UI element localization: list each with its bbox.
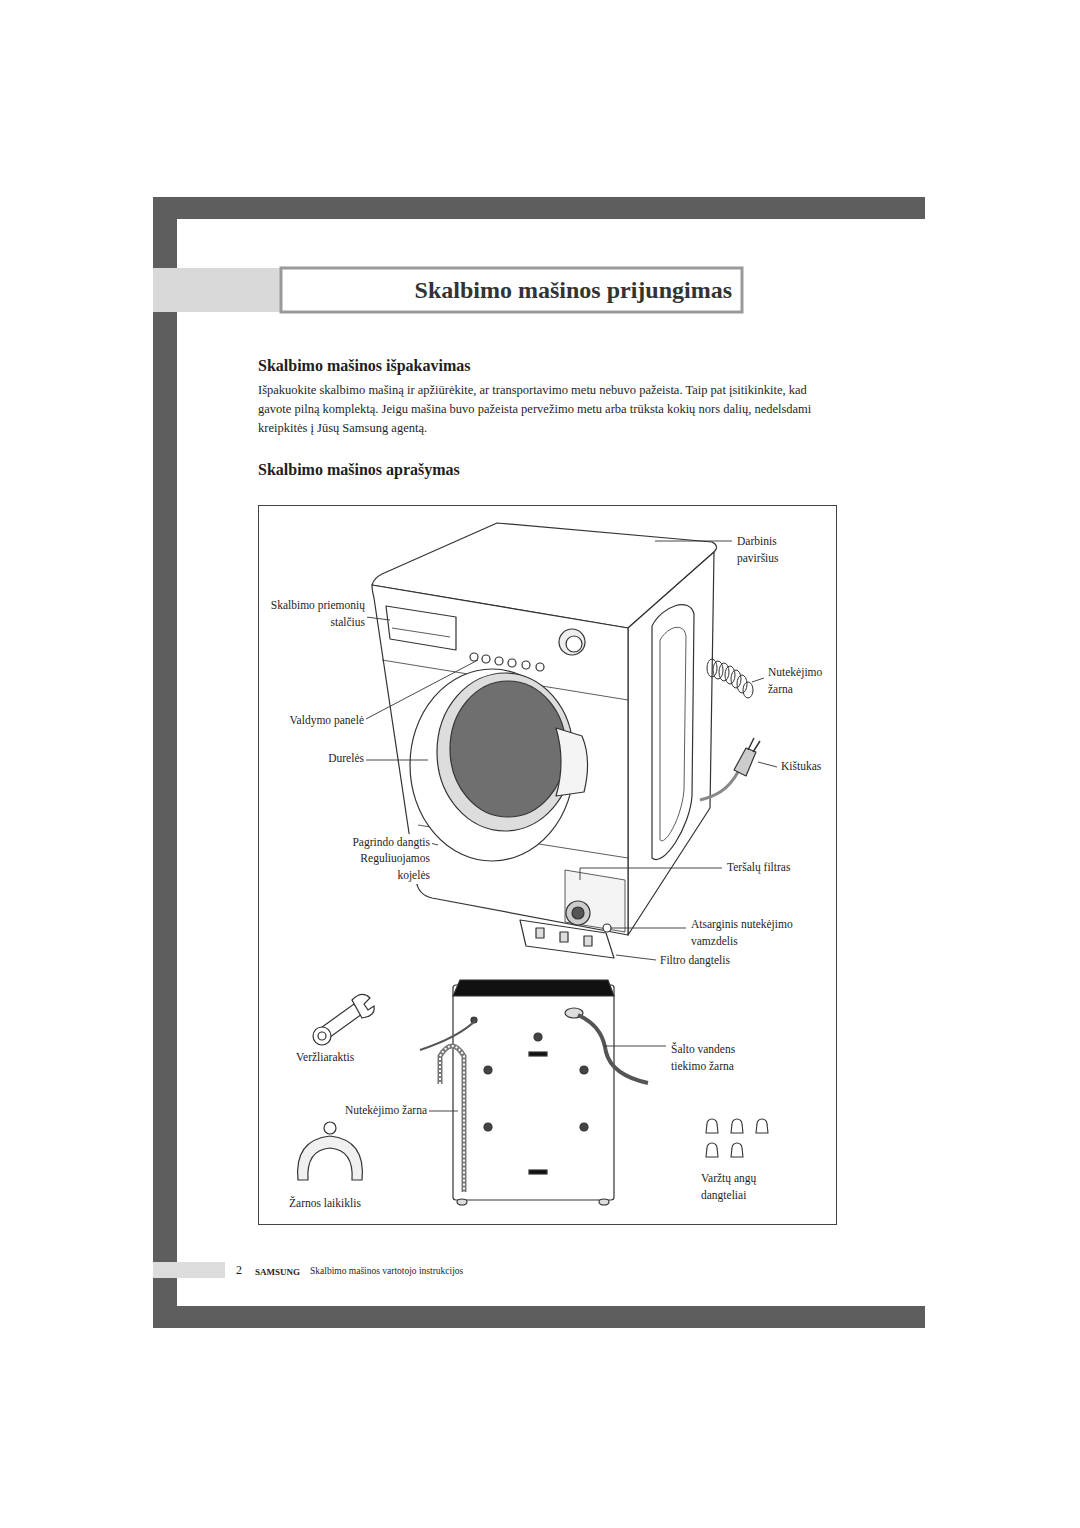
page-title: Skalbimo mašinos prijungimas [285,272,732,308]
part-label: Durelės [324,750,366,767]
body-text: Išpakuokite skalbimo mašiną ir apžiūrėki… [258,381,826,438]
wrench-icon [313,994,374,1045]
washing-machine [372,523,760,958]
section-heading: Skalbimo mašinos aprašymas [258,460,818,480]
accessory-label: Nutekėjimo žarna [340,1102,429,1119]
part-label: Nutekėjimo žarna [766,664,827,698]
machine-back [420,980,648,1205]
part-label: Pagrindo dangtis [348,834,432,851]
part-label: Skalbimo priemonių stalčius [266,597,367,631]
frame-bar [153,197,925,219]
part-label: Teršalų filtras [725,859,795,876]
figure-frame [259,506,837,1225]
section-heading: Skalbimo mašinos išpakavimas [258,356,818,376]
title-box [281,268,742,312]
accessory-label: Žarnos laikiklis [287,1195,365,1212]
brand-name: SAMSUNG [255,1265,311,1279]
accessory-label: Šalto vandens tiekimo žarna [669,1041,740,1075]
title-band [153,268,281,312]
leader-lines [364,541,777,1111]
part-label: Filtro dangtelis [658,952,734,969]
screw-cap-icons [706,1119,768,1157]
hose-holder-icon [298,1122,363,1180]
footer-text: Skalbimo mašinos vartotojo instrukcijos [310,1264,550,1278]
frame-bar [153,197,177,1328]
part-label: Darbinis paviršius [735,533,783,567]
part-label: Kištukas [779,758,826,775]
accessory-label: Varžtų angų dangteliai [699,1170,761,1204]
footer-tab [153,1262,225,1278]
part-label: Valdymo panelė [285,712,366,729]
frame-bar [153,1306,925,1328]
accessory-label: Veržliaraktis [294,1049,359,1066]
part-label: Reguliuojamos kojelės [356,850,432,884]
page-number: 2 [236,1262,250,1279]
part-label: Atsarginis nutekėjimo vamzdelis [689,916,797,950]
